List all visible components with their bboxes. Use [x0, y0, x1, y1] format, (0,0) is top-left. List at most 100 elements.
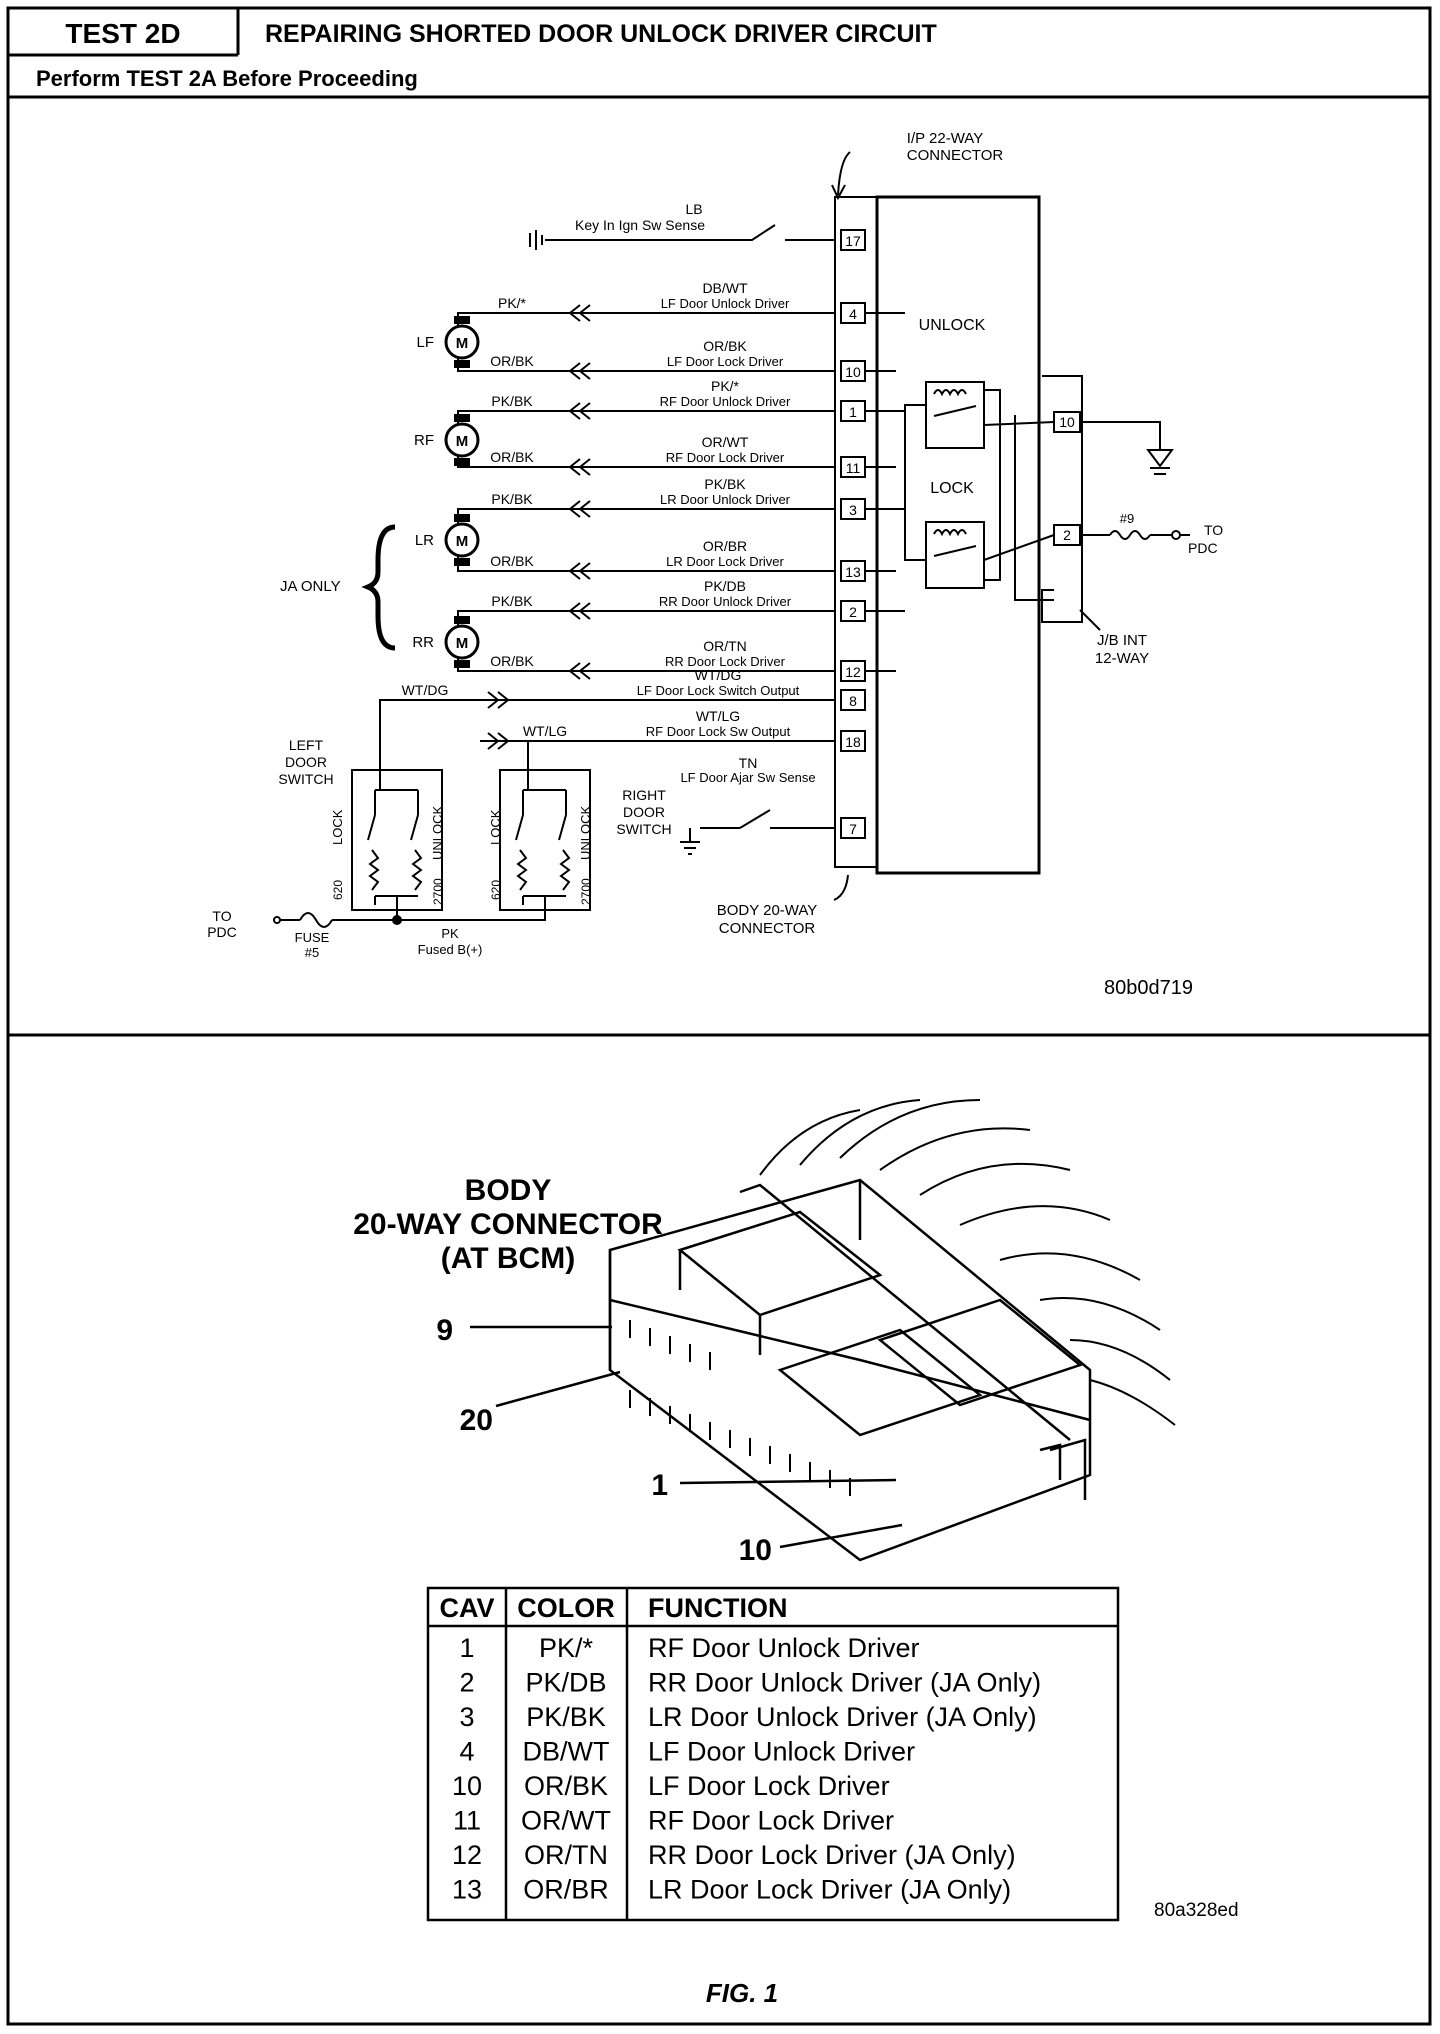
switch-circuit-desc: LF Door Lock Switch Output — [637, 683, 800, 698]
pin-number: 13 — [845, 564, 861, 580]
pin-number: 12 — [845, 664, 861, 680]
relay-contact — [933, 405, 977, 417]
wire-color: PK/* — [711, 378, 740, 394]
pin-number: 4 — [849, 306, 857, 322]
motor-letter: M — [456, 533, 469, 550]
table-cell-cav: 3 — [459, 1702, 474, 1732]
switch-left-wire-color: WT/LG — [523, 723, 567, 739]
motor-brush — [454, 414, 470, 422]
right-door-switch-1: RIGHT — [622, 787, 666, 803]
motor-brush — [454, 558, 470, 566]
body-connector-strip — [834, 196, 878, 868]
motor-label: LR — [415, 532, 434, 549]
lock-relay — [925, 521, 985, 589]
pin-number: 10 — [845, 364, 861, 380]
page-title: REPAIRING SHORTED DOOR UNLOCK DRIVER CIR… — [265, 20, 937, 48]
connector-chevron — [568, 662, 591, 680]
connector-chevron — [487, 732, 510, 750]
motor-letter: M — [456, 335, 469, 352]
relay-coil — [933, 389, 967, 397]
fuse5-label-1: FUSE — [295, 930, 330, 945]
connector-chevron — [568, 602, 591, 620]
jb-label-1: J/B INT — [1097, 632, 1147, 649]
bcm-module — [875, 195, 1041, 875]
table-cell-color: OR/WT — [521, 1806, 611, 1836]
test-id: TEST 2D — [65, 18, 180, 49]
motor-symbol — [444, 624, 480, 660]
connector-chevron — [568, 362, 591, 380]
motor-symbol — [444, 324, 480, 360]
motor-symbol — [444, 522, 480, 558]
body-connector-label-2: CONNECTOR — [719, 920, 816, 937]
to-pdc-right-1: TO — [1204, 522, 1223, 538]
right-switch-2700: 2700 — [579, 878, 593, 905]
jb-pin-number: 10 — [1059, 414, 1075, 430]
pin-callout-1: 1 — [651, 1469, 668, 1502]
table-cell-function: LF Door Lock Driver — [648, 1771, 890, 1801]
table-header-color: COLOR — [517, 1593, 615, 1623]
circuit-desc: LR Door Lock Driver — [666, 554, 784, 569]
left-switch-2700: 2700 — [431, 878, 445, 905]
jb-box — [1041, 375, 1083, 623]
table-cell-cav: 13 — [452, 1875, 482, 1905]
table-cell-cav: 4 — [459, 1737, 474, 1767]
motor-wire-color: PK/BK — [491, 491, 533, 507]
switch-wire-color: WT/LG — [696, 708, 740, 724]
table-cell-color: PK/DB — [525, 1668, 606, 1698]
table-cell-color: PK/* — [539, 1633, 594, 1663]
connector-view-title-1: BODY — [465, 1174, 552, 1207]
switch-left-wire-color: WT/DG — [402, 682, 449, 698]
pin-callout-20: 20 — [460, 1404, 493, 1437]
circuit-desc: RF Door Lock Driver — [666, 450, 785, 465]
motor-wire-color: PK/BK — [491, 393, 533, 409]
right-switch-lock: LOCK — [488, 809, 503, 845]
wire-color: PK/BK — [704, 476, 746, 492]
table-cell-cav: 2 — [459, 1668, 474, 1698]
wire-color: OR/BR — [703, 538, 747, 554]
jb-label-2: 12-WAY — [1095, 650, 1149, 667]
right-switch-620: 620 — [489, 880, 503, 900]
table-cell-color: OR/BR — [523, 1875, 609, 1905]
switch-circuit-desc: RF Door Lock Sw Output — [646, 724, 791, 739]
schematic-text: I/P 22-WAY CONNECTOR BODY 20-WAY CONNECT… — [207, 130, 1223, 999]
table-cell-function: LR Door Unlock Driver (JA Only) — [648, 1702, 1037, 1732]
left-door-switch-3: SWITCH — [278, 771, 333, 787]
figure-caption: FIG. 1 — [706, 1978, 778, 2008]
table-cell-color: PK/BK — [526, 1702, 606, 1732]
motor-label: RF — [414, 432, 434, 449]
pin-box — [840, 229, 866, 251]
table-cell-function: LF Door Unlock Driver — [648, 1737, 915, 1767]
wire-color: PK/DB — [704, 578, 746, 594]
table-cell-cav: 1 — [459, 1633, 474, 1663]
motor-letter: M — [456, 433, 469, 450]
jb-pin-number: 2 — [1063, 527, 1071, 543]
schematic — [273, 151, 1190, 928]
left-switch-620: 620 — [331, 880, 345, 900]
table-cell-function: RF Door Unlock Driver — [648, 1633, 920, 1663]
wire-color: OR/WT — [702, 434, 749, 450]
wire-color: DB/WT — [702, 280, 748, 296]
motor-label: RR — [412, 634, 434, 651]
page-subtitle: Perform TEST 2A Before Proceeding — [36, 66, 418, 91]
table-cell-color: OR/BK — [524, 1771, 608, 1801]
fuse5-label-2: #5 — [305, 945, 319, 960]
motor-wire-color: OR/BK — [490, 449, 534, 465]
pin-box — [840, 730, 866, 752]
circuit-desc: RR Door Lock Driver — [665, 654, 786, 669]
left-door-switch-1: LEFT — [289, 737, 324, 753]
table-cell-color: OR/TN — [524, 1840, 608, 1870]
unlock-relay-label: UNLOCK — [919, 317, 986, 334]
motor-wire-color: OR/BK — [490, 553, 534, 569]
to-pdc-left-1: TO — [212, 908, 231, 924]
to-pdc-right-2: PDC — [1188, 540, 1218, 556]
key-wire-color: LB — [685, 201, 702, 217]
circuit-desc: LF Door Lock Driver — [667, 354, 784, 369]
pin-number: 11 — [846, 460, 861, 476]
connector-chevron — [568, 304, 591, 322]
pin-number: 3 — [849, 502, 857, 518]
relay-coil — [933, 529, 967, 537]
circuit-desc: LR Door Unlock Driver — [660, 492, 791, 507]
